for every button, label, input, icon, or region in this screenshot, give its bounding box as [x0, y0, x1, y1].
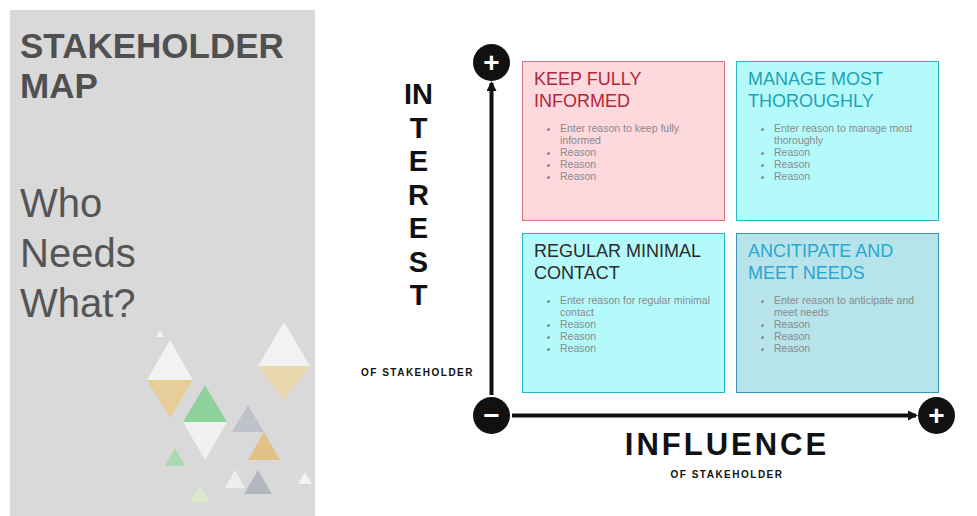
quadrant-box: KEEP FULLY INFORMED Enter reason to keep … [522, 61, 725, 221]
reason-item: Reason [560, 330, 714, 342]
quadrant-heading: MANAGE MOST THOROUGHLY [748, 68, 928, 112]
reason-item: Reason [560, 342, 714, 354]
reason-item: Reason [774, 330, 928, 342]
reason-item: Reason [774, 342, 928, 354]
reason-item: Enter reason to anticipate and meet need… [774, 294, 928, 318]
reason-item: Enter reason for regular minimal contact [560, 294, 714, 318]
reason-list: Enter reason to manage most thoroughlyRe… [748, 122, 928, 182]
reason-list: Enter reason to keep fully informedReaso… [534, 122, 714, 182]
axis-sign: − [483, 402, 499, 430]
reason-item: Reason [560, 146, 714, 158]
quadrant-heading: REGULAR MINIMAL CONTACT [534, 240, 714, 284]
reason-list: Enter reason for regular minimal contact… [534, 294, 714, 354]
reason-list: Enter reason to anticipate and meet need… [748, 294, 928, 354]
reason-item: Reason [560, 170, 714, 182]
quadrant-heading: KEEP FULLY INFORMED [534, 68, 714, 112]
axis-subtitle: OF STAKEHOLDER [360, 366, 475, 380]
reason-item: Enter reason to keep fully informed [560, 122, 714, 146]
axis-arrow [490, 83, 494, 395]
reason-item: Reason [774, 146, 928, 158]
map-title: STAKEHOLDER MAP [20, 26, 308, 106]
axis-arrow [512, 414, 916, 418]
subtitle: Who Needs What? [20, 178, 170, 328]
axis-end-circle: + [918, 397, 955, 434]
axis-title: INTEREST [404, 78, 433, 313]
quadrant-box: MANAGE MOST THOROUGHLY Enter reason to ma… [736, 61, 939, 221]
reason-item: Reason [774, 170, 928, 182]
reason-item: Reason [774, 318, 928, 330]
reason-item: Reason [774, 158, 928, 170]
axis-sign: + [483, 49, 499, 77]
quadrant-box: REGULAR MINIMAL CONTACT Enter reason for … [522, 233, 725, 393]
axis-sign: + [928, 402, 944, 430]
reason-item: Reason [560, 318, 714, 330]
quadrant-heading: ANCITIPATE AND MEET NEEDS [748, 240, 928, 284]
quadrant-box: ANCITIPATE AND MEET NEEDS Enter reason to… [736, 233, 939, 393]
axis-end-circle: − [473, 397, 510, 434]
reason-item: Enter reason to manage most thoroughly [774, 122, 928, 146]
axis-end-circle: + [473, 44, 510, 81]
axis-subtitle: OF STAKEHOLDER [667, 468, 787, 482]
axis-title: INFLUENCE [577, 426, 877, 464]
reason-item: Reason [560, 158, 714, 170]
